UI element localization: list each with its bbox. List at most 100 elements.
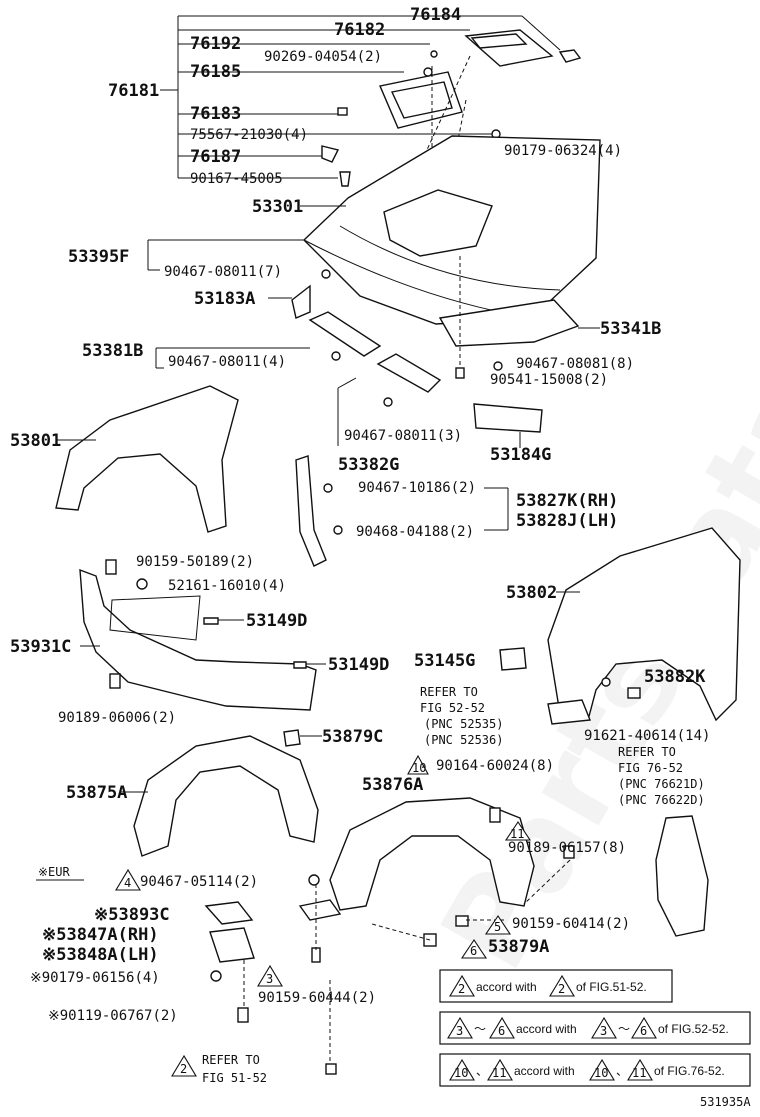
clip-90179b <box>210 970 222 982</box>
triangle-marks: 10 11 4 5 6 3 2 <box>115 754 532 1077</box>
part-53183A <box>291 284 311 319</box>
legend-3-sep2: 、 <box>616 1064 628 1078</box>
label-90164: 90164-60024(8) <box>436 758 554 774</box>
refer5252-l2: FIG 52-52 <box>420 701 485 715</box>
legend-3-pre: 10 <box>454 1066 468 1080</box>
legend-row-2 <box>439 1011 751 1045</box>
legend-2-tri-d <box>631 1016 657 1039</box>
mark-10-tri <box>407 754 429 775</box>
label-53149D-b: 53149D <box>328 655 389 675</box>
mark-5: 5 <box>494 920 501 934</box>
part-53149D-a <box>203 617 219 625</box>
label-90467e: 90467-10186(2) <box>358 480 476 496</box>
part-mudflap <box>655 815 709 937</box>
screw-90189b <box>563 845 575 859</box>
label-76181: 76181 <box>108 81 159 101</box>
clip-52161 <box>136 578 148 590</box>
part-76185 <box>423 67 433 77</box>
clip-90467c <box>493 361 503 371</box>
part-53827K <box>295 455 327 567</box>
label-90189b: 90189-06157(8) <box>508 840 626 856</box>
label-90167: 90167-45005 <box>190 171 283 187</box>
label-53879C: 53879C <box>322 727 383 747</box>
label-76184: 76184 <box>410 5 461 25</box>
label-53875A: 53875A <box>66 783 127 803</box>
label-90467c: 90467-08081(8) <box>516 356 634 372</box>
part-labels: 76184 76182 76192 90269-04054(2) 76185 7… <box>10 5 751 1109</box>
figure-id: 531935A <box>700 1095 751 1109</box>
refer5252-l1: REFER TO <box>420 685 478 699</box>
legend-3-post: of FIG.76-52. <box>654 1064 725 1078</box>
part-53341B <box>438 299 580 347</box>
legend-2-sep2: ～ <box>618 1022 630 1036</box>
legend-3-mid: accord with <box>514 1064 575 1078</box>
part-76192 <box>470 33 528 49</box>
bolt-90159b <box>455 915 469 927</box>
mark-6: 6 <box>470 944 477 958</box>
bolt-90159c <box>311 947 321 963</box>
refer5252-l3: (PNC 52535) <box>424 717 503 731</box>
assembly-dashes-bottom <box>315 859 571 950</box>
label-76192: 76192 <box>190 34 241 54</box>
bolt-91621 <box>627 687 641 699</box>
legend-2-mid: accord with <box>516 1022 577 1036</box>
refer5152-l2: FIG 51-52 <box>202 1071 267 1085</box>
clip-53879C <box>283 729 301 747</box>
label-53828J: 53828J(LH) <box>516 511 618 531</box>
legend-2-pre2: 6 <box>498 1024 505 1038</box>
part-scoop-inner <box>390 81 453 119</box>
label-53876A: 53876A <box>362 775 423 795</box>
legend-1-tri-a <box>449 974 475 997</box>
label-91621: 91621-40614(14) <box>584 728 710 744</box>
clip-90467f <box>308 874 320 886</box>
part-76187 <box>321 145 340 163</box>
refer5152-l1: REFER TO <box>202 1053 260 1067</box>
part-53149D-b <box>293 661 307 669</box>
label-53879A: 53879A <box>488 937 549 957</box>
label-76182: 76182 <box>334 20 385 40</box>
legend-3-sep: 、 <box>476 1064 488 1078</box>
mark-2: 2 <box>180 1062 187 1076</box>
part-53381B <box>308 311 382 357</box>
legend-1-mid: accord with <box>476 980 537 994</box>
label-76183: 76183 <box>190 104 241 124</box>
legend-2-ref2: 6 <box>640 1024 647 1038</box>
label-53827K: 53827K(RH) <box>516 491 618 511</box>
part-53801-fender <box>55 385 239 533</box>
label-75567: 75567-21030(4) <box>190 127 308 143</box>
legend-3-tri-a <box>449 1058 475 1081</box>
label-53301: 53301 <box>252 197 303 217</box>
legend-1-post: of FIG.51-52. <box>576 980 647 994</box>
label-53382G: 53382G <box>338 455 399 475</box>
clip-90467e <box>323 483 333 493</box>
legend-3-ref2: 11 <box>632 1066 646 1080</box>
legend-3-pre2: 11 <box>492 1066 506 1080</box>
label-76185: 76185 <box>190 62 241 82</box>
bracket-53827K <box>484 487 509 531</box>
legend-2-tri-b <box>489 1016 515 1039</box>
label-52161: 52161-16010(4) <box>168 578 286 594</box>
legend-3-tri-b <box>487 1058 513 1081</box>
legend-1-ref: 2 <box>558 982 565 996</box>
bumper-inner <box>109 595 201 641</box>
leader-76184 <box>521 15 561 51</box>
label-53848A: ※53848A(LH) <box>42 945 159 965</box>
legend-3-tri-d <box>627 1058 653 1081</box>
legend-2-tri-c <box>591 1016 617 1039</box>
label-53847A: ※53847A(RH) <box>42 925 159 945</box>
part-53875A <box>133 735 319 857</box>
refer7652-l3: (PNC 76621D) <box>618 777 705 791</box>
label-53145G: 53145G <box>414 651 475 671</box>
label-53341B: 53341B <box>600 319 661 339</box>
refer5252-l4: (PNC 52536) <box>424 733 503 747</box>
legend-3-ref: 10 <box>594 1066 608 1080</box>
label-53893C: ※53893C <box>94 905 170 925</box>
clip-90467a <box>321 269 331 279</box>
part-fender-bracket <box>547 699 591 725</box>
label-53931C: 53931C <box>10 637 71 657</box>
legend-2-post: of FIG.52-52. <box>658 1022 729 1036</box>
label-53381B: 53381B <box>82 341 143 361</box>
nut-90541 <box>455 367 465 379</box>
bolt-90189a <box>109 673 121 689</box>
